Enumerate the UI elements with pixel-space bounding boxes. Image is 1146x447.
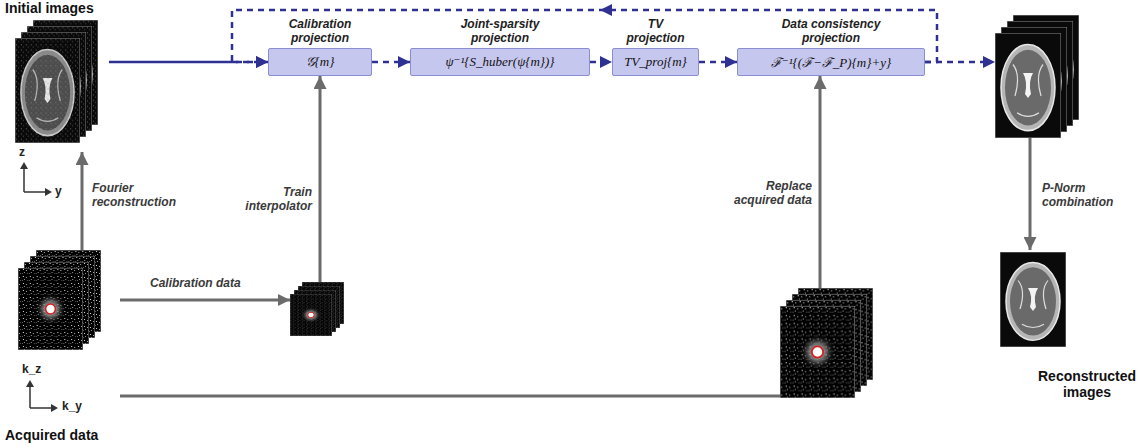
combined-image bbox=[1000, 252, 1066, 347]
connector-line bbox=[120, 76, 320, 300]
step-note: Train interpolator bbox=[228, 186, 312, 214]
connector-line bbox=[699, 61, 737, 64]
image-slice bbox=[15, 38, 80, 143]
acquired-kspace-stack bbox=[18, 250, 101, 350]
kspace-slice bbox=[290, 294, 332, 336]
calibration-stack bbox=[290, 282, 344, 336]
image-axes bbox=[20, 162, 52, 196]
initial-image-stack bbox=[15, 20, 98, 143]
reconstructed-image-stack bbox=[995, 15, 1079, 138]
formula: 𝒢{m} bbox=[306, 54, 335, 70]
step-heading: Data consistency projection bbox=[774, 18, 889, 46]
process-box: 𝒢{m} bbox=[268, 48, 372, 76]
connector bbox=[590, 62, 612, 63]
axis-label: k_y bbox=[62, 400, 82, 414]
arrow-head bbox=[278, 294, 290, 306]
kspace-slice bbox=[780, 306, 855, 398]
process-box: ψ⁻¹{S_huber(ψ{m})} bbox=[410, 48, 590, 76]
image-group: Reconstructed images bbox=[1000, 250, 1144, 400]
connector-line bbox=[81, 152, 84, 250]
connector bbox=[120, 76, 820, 396]
step-heading: TV projection bbox=[623, 18, 689, 46]
process-step: Calibration projection𝒢{m} bbox=[268, 16, 372, 76]
image-title: Acquired data bbox=[5, 427, 98, 443]
formula: ψ⁻¹{S_huber(ψ{m})} bbox=[445, 54, 554, 70]
connector-line bbox=[590, 61, 612, 64]
image-group: Acquired data bbox=[5, 250, 120, 443]
axis-label: k_z bbox=[22, 363, 41, 377]
connector bbox=[120, 76, 320, 300]
edge-label: Replace acquired data bbox=[720, 180, 812, 208]
process-step: Joint-sparsity projection ψ⁻¹{S_huber(ψ{m… bbox=[410, 16, 590, 76]
formula: ℱ⁻¹{(ℱ−ℱ_P){m}+y} bbox=[771, 53, 891, 71]
connector-line bbox=[120, 76, 820, 396]
process-step: TV projectionTV_proj{m} bbox=[612, 16, 699, 76]
step-heading: Calibration projection bbox=[273, 18, 368, 46]
axis-label: y bbox=[55, 185, 62, 199]
arrow-head bbox=[983, 56, 995, 68]
arrow-head bbox=[600, 4, 612, 16]
edge-label: Fourier reconstruction bbox=[92, 182, 192, 210]
connector bbox=[699, 62, 737, 63]
image-slice bbox=[995, 33, 1061, 138]
axis-label: z bbox=[19, 146, 25, 160]
process-box: TV_proj{m} bbox=[612, 48, 699, 76]
formula: TV_proj{m} bbox=[624, 54, 687, 70]
edge-label: Calibration data bbox=[150, 277, 275, 291]
edge-label: P-Norm combination bbox=[1042, 182, 1137, 210]
connector bbox=[82, 152, 83, 250]
kspace-slice bbox=[18, 268, 83, 350]
process-box: ℱ⁻¹{(ℱ−ℱ_P){m}+y} bbox=[737, 48, 925, 76]
image-title: Reconstructed images bbox=[1030, 368, 1144, 400]
connector bbox=[372, 62, 410, 63]
image-title: Initial images bbox=[5, 0, 94, 16]
connector bbox=[109, 62, 268, 63]
connector-line bbox=[372, 61, 410, 64]
connector-line bbox=[925, 61, 983, 64]
kspace-axes bbox=[26, 380, 58, 412]
step-heading: Joint-sparsity projection bbox=[450, 18, 550, 46]
image-group: Initial images bbox=[5, 0, 109, 152]
connector-line bbox=[109, 61, 232, 64]
process-step: Data consistency projectionℱ⁻¹{(ℱ−ℱ_P){m… bbox=[737, 16, 925, 76]
replaced-kspace-stack bbox=[780, 288, 873, 398]
